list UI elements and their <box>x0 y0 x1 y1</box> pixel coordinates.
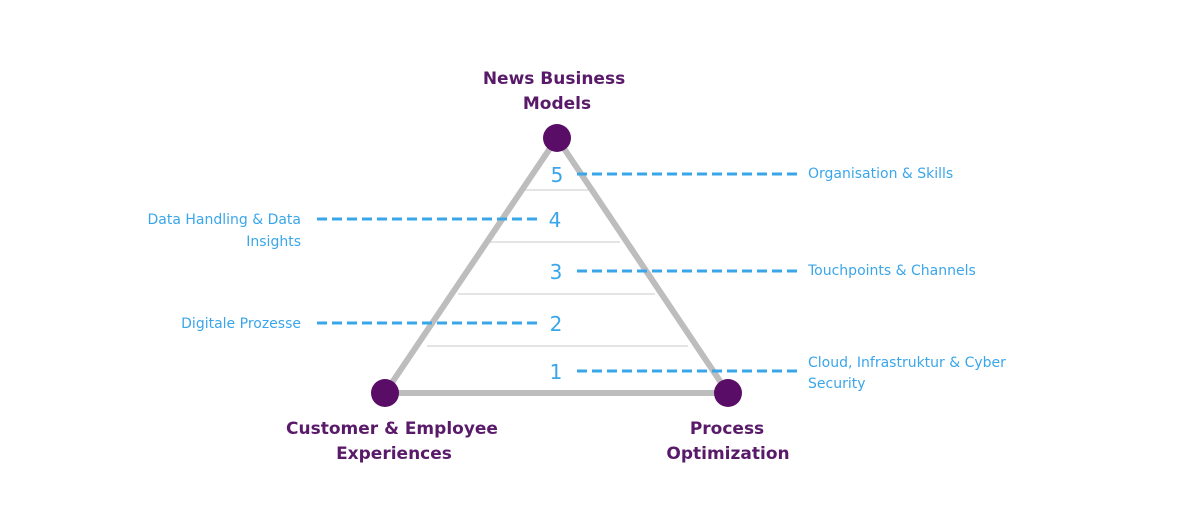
vertex-label-bottom-left-line1: Customer & Employee <box>286 419 498 439</box>
vertex-dot-bottom-right <box>714 379 742 407</box>
vertex-dot-bottom-left <box>371 379 399 407</box>
level-number-1: 1 <box>550 360 563 384</box>
vertex-label-top-line1: News Business <box>483 69 625 89</box>
level-number-2: 2 <box>550 312 563 336</box>
level-number-4: 4 <box>549 208 562 232</box>
vertex-label-bottom-right-line2: Optimization <box>666 444 789 464</box>
vertex-label-top-line2: Models <box>523 94 591 114</box>
level-label-5: Organisation & Skills <box>808 166 953 182</box>
vertex-dot-top <box>543 124 571 152</box>
level-label-3: Touchpoints & Channels <box>807 263 976 279</box>
level-label-2: Digitale Prozesse <box>181 316 301 332</box>
level-number-5: 5 <box>551 163 564 187</box>
tier-separators <box>427 189 688 347</box>
vertex-label-bottom-left-line2: Experiences <box>336 444 452 464</box>
level-label-1-line2: Security <box>808 376 866 392</box>
level-label-4-line2: Insights <box>246 234 301 250</box>
level-label-4-line1: Data Handling & Data <box>147 212 301 228</box>
level-number-3: 3 <box>550 260 563 284</box>
level-label-1-line1: Cloud, Infrastruktur & Cyber <box>808 355 1006 371</box>
pyramid-triangle <box>382 135 731 396</box>
vertex-label-bottom-right-line1: Process <box>690 419 764 439</box>
